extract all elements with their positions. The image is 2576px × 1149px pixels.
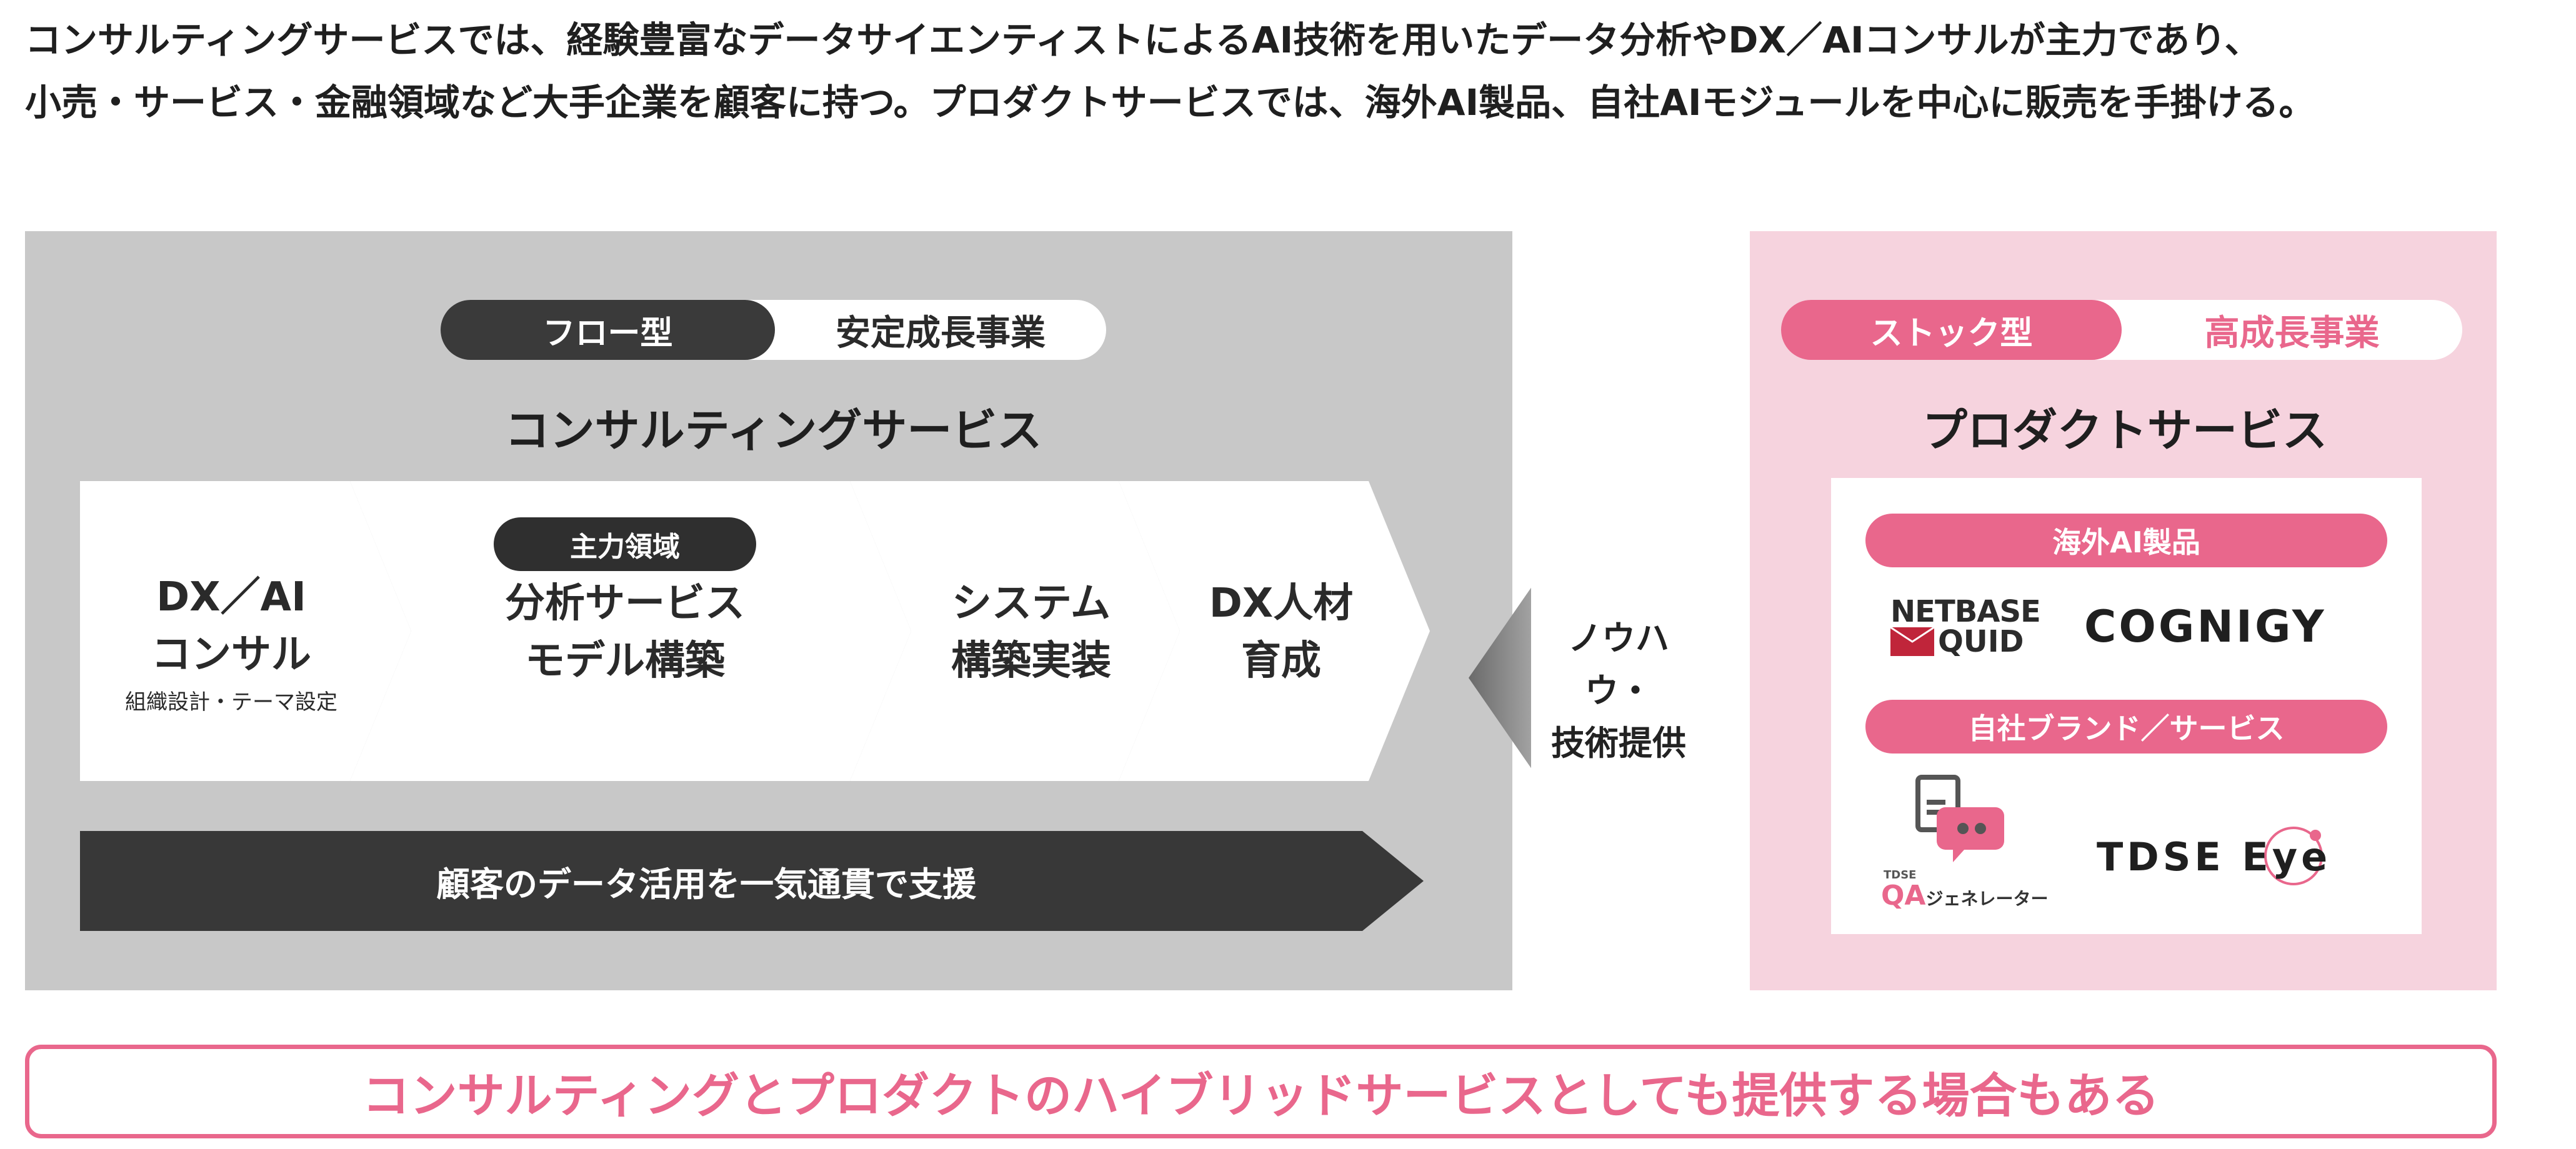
step-dx-ai-sub: 組織設計・テーマ設定 (125, 690, 337, 715)
step-analysis-line2: モデル構築 (525, 638, 725, 684)
exchange-label: ノウハウ・ 技術提供 (1544, 612, 1694, 770)
intro-line-1: コンサルティングサービスでは、経験豊富なデータサイエンティストによるAI技術を用… (25, 19, 2261, 61)
step-dx-talent: DX人材 育成 (1162, 575, 1400, 690)
support-bar-label: 顧客のデータ活用を一気通貫で支援 (436, 864, 976, 904)
step-dx-ai-line2: コンサル (151, 632, 311, 678)
qa-small-text: TDSE (1884, 868, 1917, 882)
overseas-ai-bar: 海外AI製品 (1865, 514, 2387, 567)
stock-type-tag: ストック型 (1781, 300, 2122, 360)
intro-line-2: 小売・サービス・金融領域など大手企業を顧客に持つ。プロダクトサービスでは、海外A… (25, 81, 2315, 124)
tdse-eye-text: TDSE Eye (2097, 834, 2332, 880)
chevron-dx-talent (1119, 481, 1430, 781)
stock-type-pill: ストック型 高成長事業 (1781, 300, 2462, 360)
stable-growth-label: 安定成長事業 (836, 312, 1046, 354)
step-dx-talent-line1: DX人材 (1209, 580, 1354, 627)
netbase-text: NETBASE (1890, 594, 2041, 629)
flow-type-pill: フロー型 安定成長事業 (441, 300, 1106, 360)
step-dx-ai: DX／AI コンサル 組織設計・テーマ設定 (94, 569, 369, 721)
step-system-line2: 構築実装 (951, 638, 1111, 684)
quid-text: QUID (1938, 624, 2024, 659)
tdse-eye-logo: TDSE Eye (2097, 822, 2347, 890)
own-brand-bar: 自社ブランド／サービス (1865, 700, 2387, 754)
exchange-arrow (1469, 587, 1531, 768)
step-system: システム 構築実装 (900, 575, 1162, 690)
hybrid-service-note: コンサルティングとプロダクトのハイブリッドサービスとしても提供する場合もある (25, 1045, 2497, 1138)
qa-main-text: QA (1881, 880, 1926, 912)
exchange-line-2: 技術提供 (1551, 724, 1686, 763)
consulting-chevrons (80, 481, 1531, 931)
qa-generator-logo: TDSE QAジェネレーター (1881, 775, 2069, 918)
cognigy-logo: COGNIGY (2084, 601, 2327, 652)
chevron-dx-ai (80, 481, 411, 781)
main-area-badge: 主力領域 (494, 517, 756, 571)
exchange-line-1: ノウハウ・ (1568, 619, 1669, 710)
step-dx-talent-line2: 育成 (1241, 638, 1321, 684)
flow-type-tag: フロー型 (441, 300, 775, 360)
chat-bubble-icon (1915, 775, 2004, 862)
chevron-analysis (350, 481, 911, 781)
chevron-system (850, 481, 1180, 781)
eye-ring-icon (2264, 827, 2323, 885)
step-analysis: 分析サービス モデル構築 (437, 575, 812, 690)
step-system-line1: システム (951, 580, 1111, 627)
qa-logo-wordmark: QAジェネレーター (1881, 880, 2048, 912)
consulting-title: コンサルティングサービス (504, 404, 1042, 457)
qa-suffix-text: ジェネレーター (1925, 888, 2049, 909)
support-bar (80, 831, 1424, 931)
high-growth-label: 高成長事業 (2204, 312, 2380, 354)
intro-text: コンサルティングサービスでは、経験豊富なデータサイエンティストによるAI技術を用… (25, 9, 2575, 134)
step-analysis-line1: 分析サービス (505, 580, 745, 627)
netbase-quid-logo: NETBASE QUID (1890, 597, 2059, 657)
product-title: プロダクトサービス (1922, 404, 2327, 457)
step-dx-ai-line1: DX／AI (156, 574, 306, 620)
netbase-mark-icon (1890, 627, 1934, 656)
